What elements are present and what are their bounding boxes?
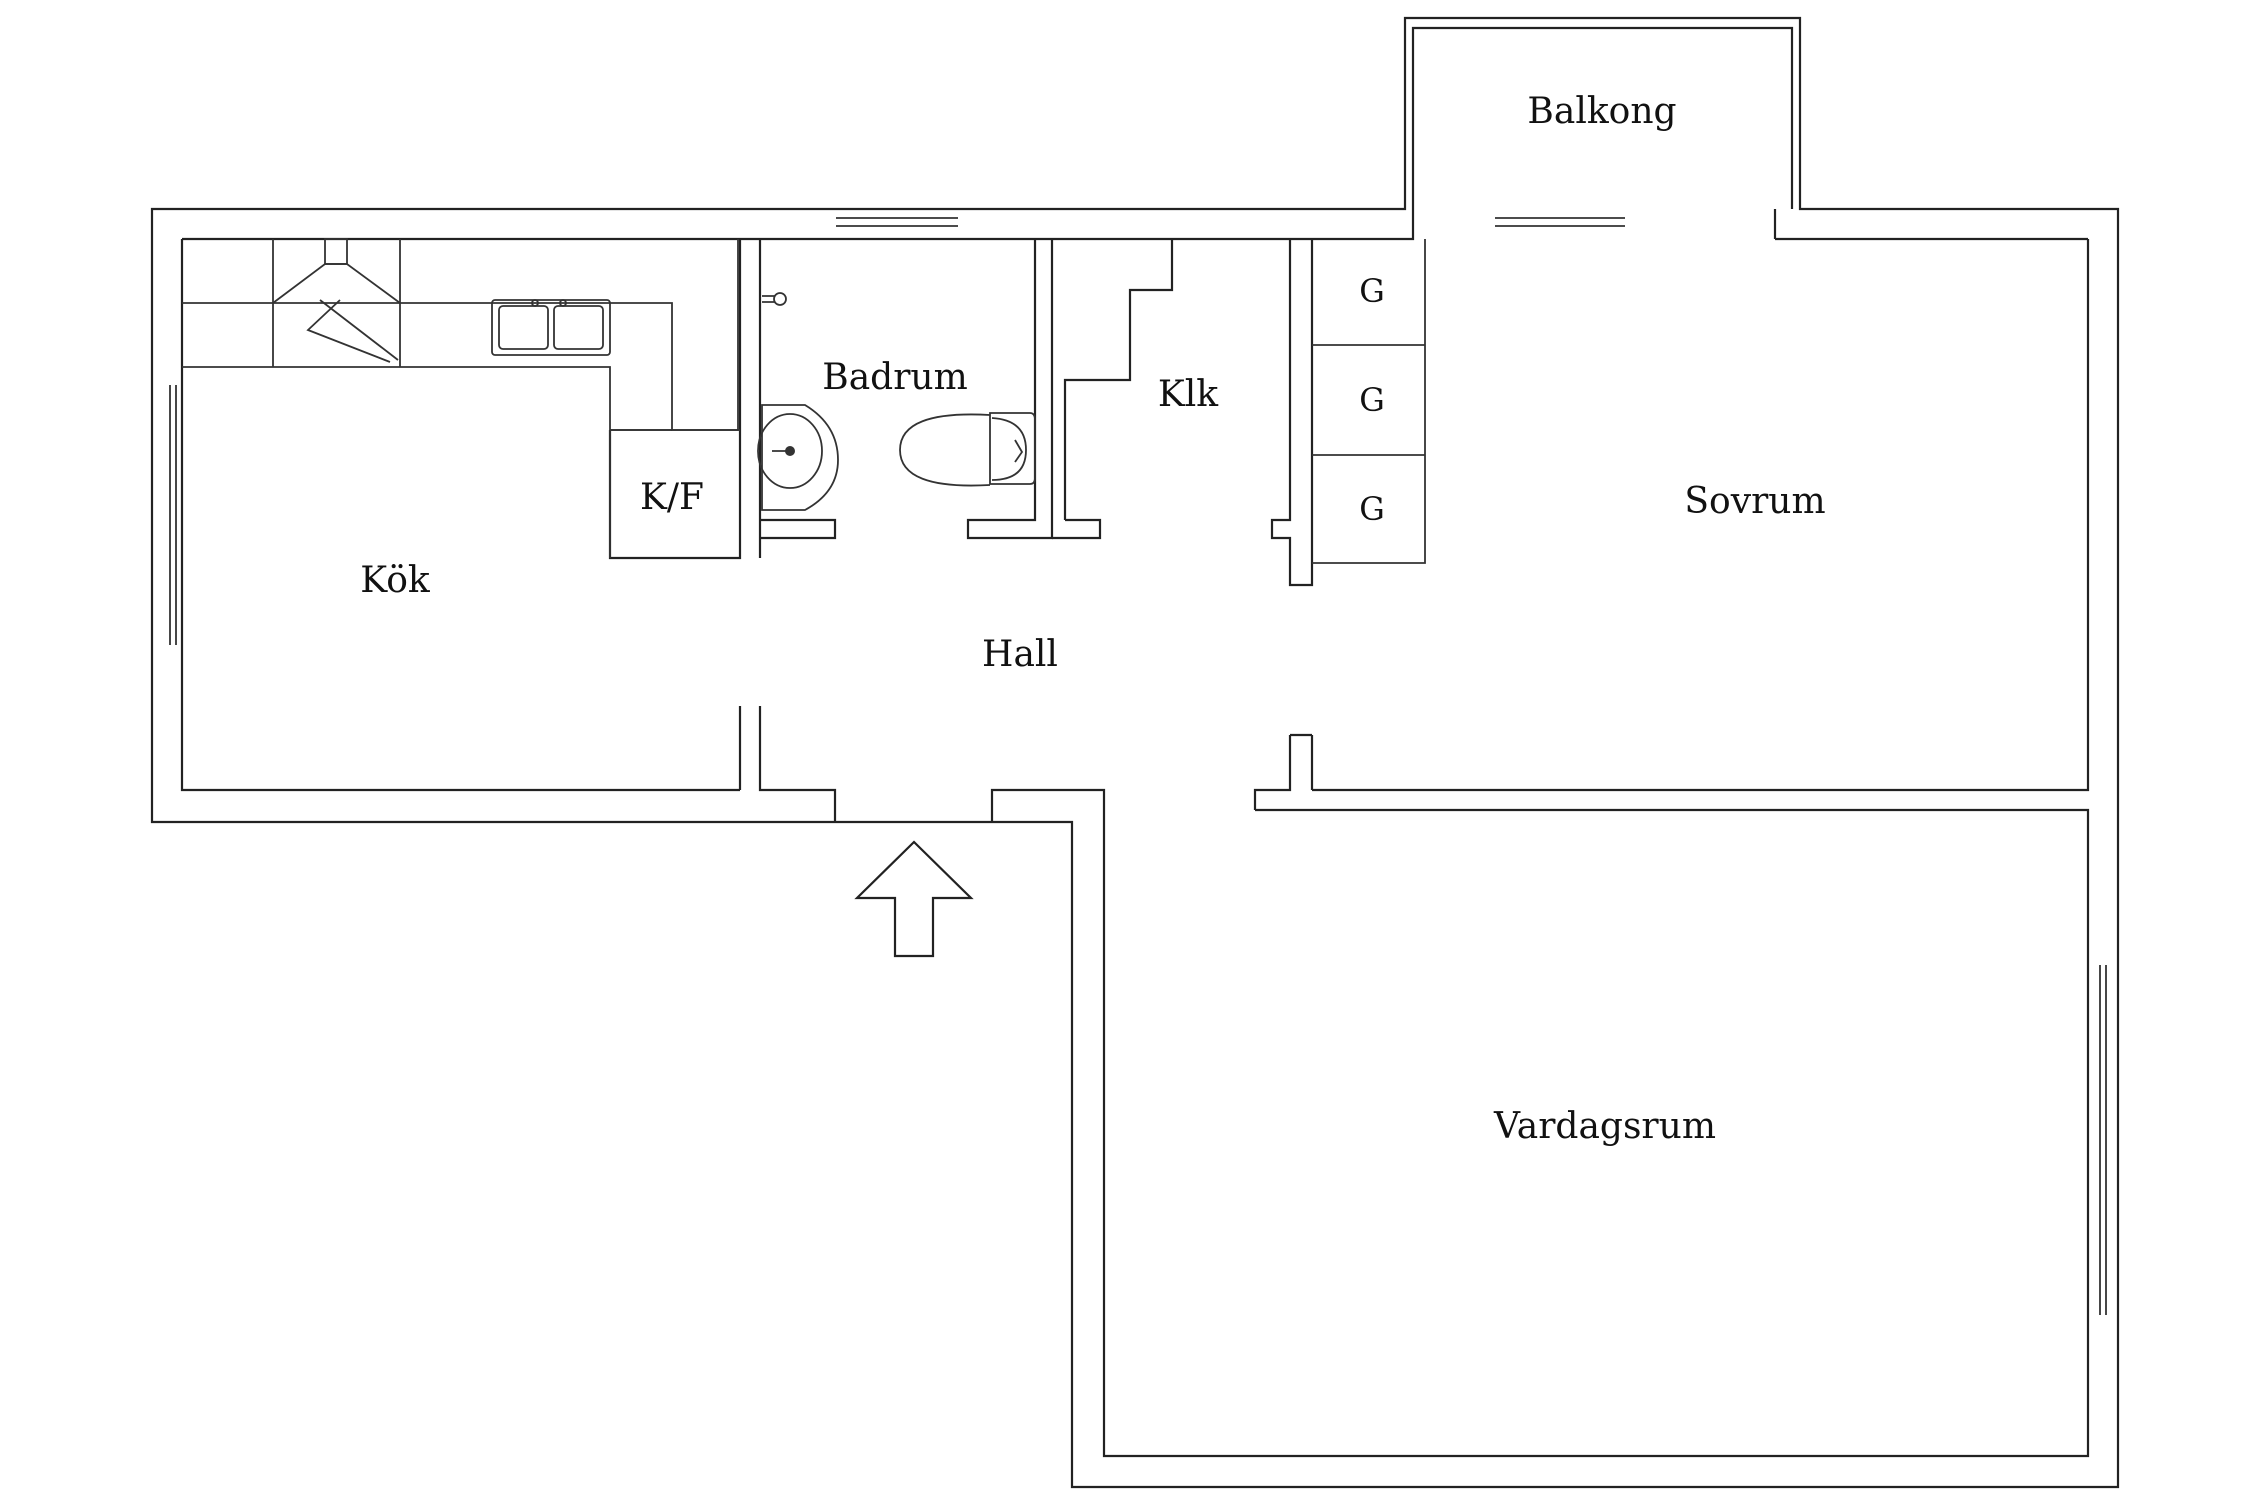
room-label-badrum: Badrum [822,357,968,398]
entrance-arrow-icon [854,840,974,958]
wardrobe-label-3: G [1359,490,1385,528]
sink-icon [491,299,611,356]
basin-icon [757,404,839,511]
windows [169,217,2107,1315]
wardrobe-label-1: G [1359,272,1385,310]
room-label-kf: K/F [640,477,704,518]
interior-walls [608,239,1426,822]
toilet-icon [899,412,1036,487]
kitchen-counter [182,239,740,558]
room-label-hall: Hall [982,634,1058,675]
room-label-vardagsrum: Vardagsrum [1493,1106,1716,1147]
room-label-sovrum: Sovrum [1684,481,1825,522]
shower-icon [762,292,787,306]
room-label-klk: Klk [1158,374,1219,415]
outer-walls [150,16,2120,1489]
wardrobe-label-2: G [1359,381,1385,419]
room-label-kok: Kök [360,560,431,601]
stove-hood-icon [272,238,401,363]
room-label-balkong: Balkong [1527,91,1676,132]
